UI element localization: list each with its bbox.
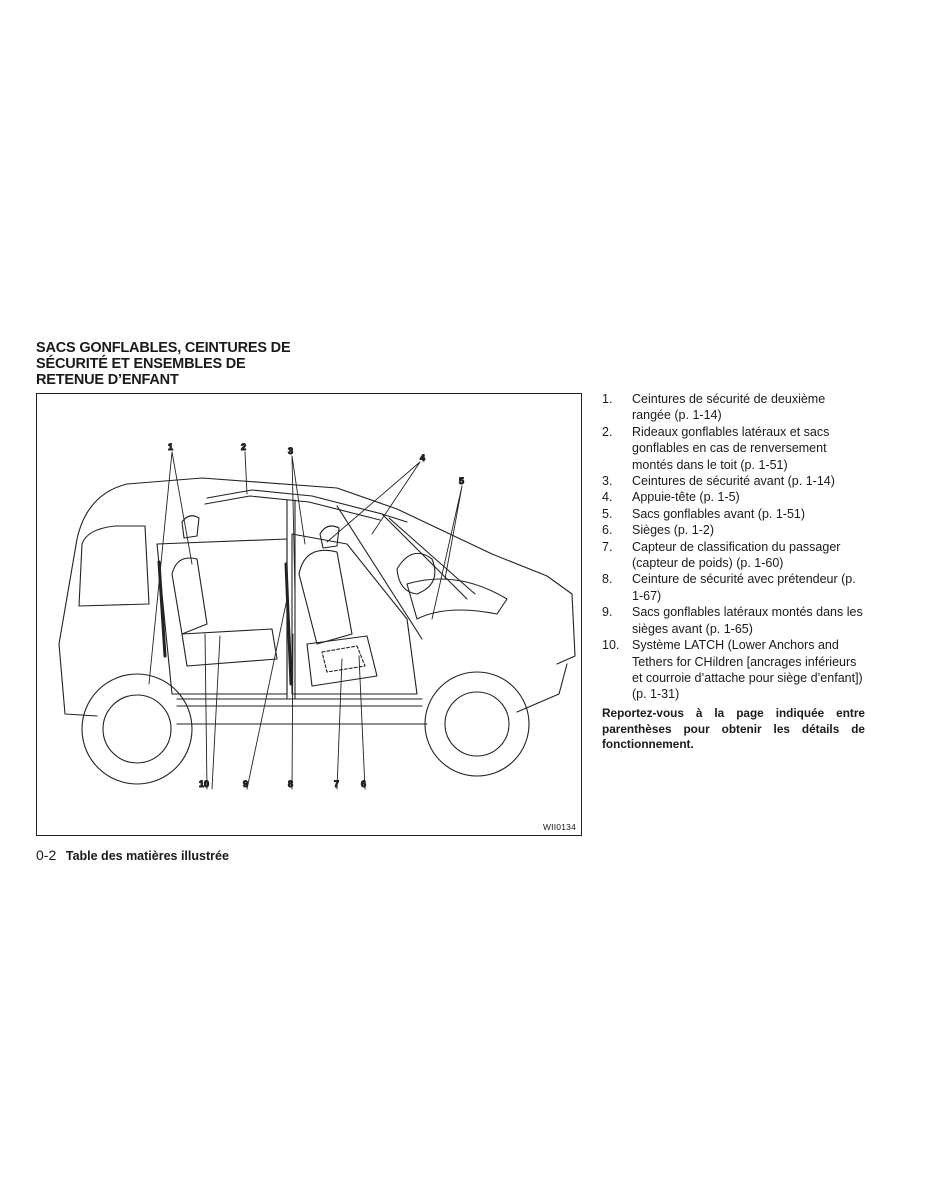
list-item: 7. Capteur de classification du passager … (602, 539, 867, 572)
item-text: Sacs gonflables latéraux montés dans les… (632, 605, 863, 636)
item-text: Ceintures de sécurité de deuxième rangée… (632, 392, 826, 423)
callout-5: 5 (459, 476, 464, 486)
door-opening-rear (156, 538, 288, 695)
callout-7: 7 (334, 779, 339, 789)
item-text: Capteur de classification du passager (c… (632, 539, 841, 571)
list-item: 4. Appuie-tête (p. 1-5) (602, 489, 867, 505)
item-number: 4. (602, 490, 613, 505)
list-item: 9. Sacs gonflables latéraux montés dans l… (602, 604, 867, 637)
callout-9: 9 (243, 779, 248, 789)
callout-leaders (148, 451, 463, 790)
a-pillar (336, 505, 423, 640)
heading-line: RETENUE D’ENFANT (36, 372, 179, 388)
item-text: Système LATCH (Lower Anchors and Tethers… (632, 638, 863, 702)
door-opening-front (291, 533, 418, 695)
vehicle-lower-outline (58, 643, 568, 725)
roof-rail (206, 489, 408, 523)
page-footer: 0-2 Table des matières illustrée (36, 847, 229, 863)
component-list: 1. Ceintures de sécurité de deuxième rang… (602, 391, 867, 703)
item-text: Ceintures de sécurité avant (p. 1-14) (632, 474, 835, 489)
item-number: 9. (602, 605, 613, 620)
list-item: 8. Ceinture de sécurité avec prétendeur (… (602, 571, 867, 604)
callout-4: 4 (420, 453, 425, 463)
list-item: 3. Ceintures de sécurité avant (p. 1-14) (602, 473, 867, 489)
vehicle-illustration: 1 2 3 4 5 10 9 8 7 6 (58, 441, 576, 790)
occupant-sensor (321, 645, 366, 673)
list-item: 5. Sacs gonflables avant (p. 1-51) (602, 506, 867, 522)
figure-code: WII0134 (542, 822, 576, 832)
list-item: 6. Sièges (p. 1-2) (602, 522, 867, 538)
callout-2: 2 (241, 442, 246, 452)
list-item: 2. Rideaux gonflables latéraux et sacs go… (602, 424, 867, 473)
item-number: 10. (602, 638, 620, 653)
item-number: 6. (602, 523, 613, 538)
heading-line: SACS GONFLABLES, CEINTURES DE (36, 340, 291, 356)
rear-belt (157, 560, 167, 658)
front-seat-cushion (306, 635, 378, 687)
steering-wheel (396, 552, 436, 595)
list-item: 10. Système LATCH (Lower Anchors and Teth… (602, 637, 867, 703)
list-item: 1. Ceintures de sécurité de deuxième rang… (602, 391, 867, 424)
heading-line: SÉCURITÉ ET ENSEMBLES DE (36, 356, 246, 372)
callout-3: 3 (288, 446, 293, 456)
item-text: Ceinture de sécurité avec prétendeur (p.… (632, 572, 856, 603)
item-number: 2. (602, 424, 613, 439)
front-headrest (319, 525, 340, 549)
reference-note: Reportez-vous à la page indiquée entre p… (602, 706, 865, 751)
section-heading: SACS GONFLABLES, CEINTURES DE SÉCURITÉ E… (36, 340, 336, 388)
item-number: 5. (602, 506, 613, 521)
vehicle-diagram: 1 2 3 4 5 10 9 8 7 6 WII0134 (36, 393, 582, 836)
page-number: 0-2 (36, 847, 57, 863)
dashboard (406, 578, 508, 620)
item-text: Appuie-tête (p. 1-5) (632, 490, 740, 505)
callout-6: 6 (361, 779, 366, 789)
door-sill (176, 698, 423, 707)
callout-8: 8 (288, 779, 293, 789)
item-number: 3. (602, 474, 613, 489)
front-seat-back (298, 549, 353, 645)
front-wheel (424, 671, 530, 777)
callout-1: 1 (168, 442, 173, 452)
item-text: Rideaux gonflables latéraux et sacs gonf… (632, 424, 830, 472)
item-number: 7. (602, 539, 613, 554)
rear-seat-back (171, 557, 208, 635)
vehicle-body-outline (58, 477, 576, 665)
callout-10: 10 (199, 779, 209, 789)
item-number: 1. (602, 392, 613, 406)
rear-window (78, 525, 150, 607)
footer-title: Table des matières illustrée (65, 849, 229, 863)
item-text: Sièges (p. 1-2) (632, 523, 714, 538)
item-number: 8. (602, 572, 613, 587)
front-belt (284, 562, 293, 686)
rear-headrest (181, 515, 200, 539)
rear-wheel (81, 673, 193, 785)
item-text: Sacs gonflables avant (p. 1-51) (632, 506, 806, 521)
rear-seat-cushion (181, 628, 278, 667)
